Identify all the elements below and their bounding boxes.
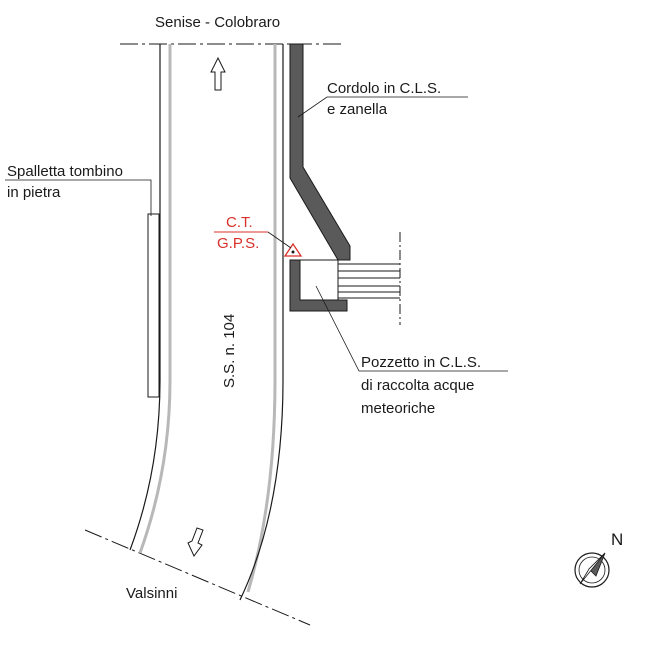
survey-triangle-icon <box>283 242 303 257</box>
road-left-inner-line <box>138 44 172 554</box>
parapet-label-line2: in pietra <box>7 184 61 201</box>
survey-label-line2: G.P.S. <box>217 235 259 252</box>
concrete-curb <box>289 43 351 261</box>
well-opening <box>299 259 339 301</box>
road-right-inner-line <box>246 44 277 593</box>
well-label-line2: di raccolta acque <box>361 377 474 394</box>
curb-leader-line <box>297 96 468 118</box>
north-label: N <box>611 530 623 549</box>
culvert-parapet <box>147 213 160 398</box>
road-left-edge <box>129 44 161 551</box>
bottom-section-line <box>84 529 311 626</box>
well-label-line1: Pozzetto in C.L.S. <box>361 354 481 371</box>
curb-label-line2: e zanella <box>327 101 388 118</box>
curb-label-line1: Cordolo in C.L.S. <box>327 80 441 97</box>
drain-pipe <box>338 232 401 325</box>
survey-label-line1: C.T. <box>226 214 253 231</box>
parapet-label-line1: Spalletta tombino <box>7 163 123 180</box>
well-label-line3: meteoriche <box>361 400 435 417</box>
road-name-label: S.S. n. 104 <box>221 314 238 388</box>
arrow-up-icon <box>210 56 226 91</box>
parapet-leader-line <box>5 179 152 216</box>
survey-leader-line <box>267 231 292 249</box>
road-right-edge <box>239 44 284 601</box>
north-arrow-icon <box>574 552 610 588</box>
bottom-destination-label: Valsinni <box>126 585 177 602</box>
top-destination-label: Senise - Colobraro <box>155 14 280 31</box>
well-leader-line <box>315 285 508 372</box>
arrow-down-icon <box>187 527 204 557</box>
